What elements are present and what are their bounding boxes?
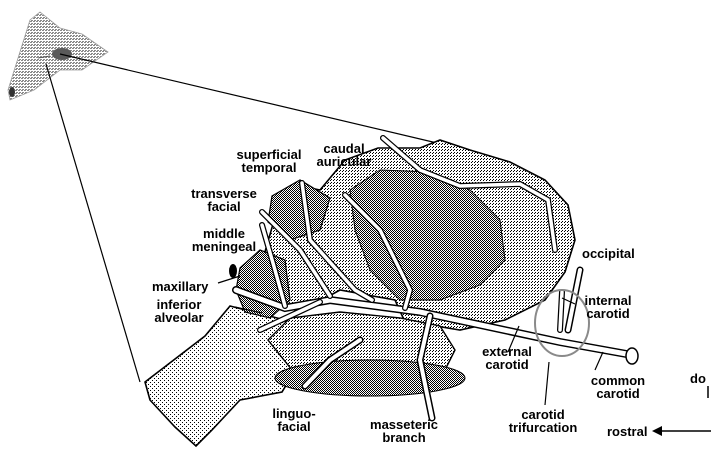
common-carotid-end <box>626 348 638 364</box>
label-maxillary: maxillary <box>152 280 208 293</box>
zoom-line-top <box>60 54 437 143</box>
maxillary-stump <box>229 264 237 278</box>
horse-head-thumbnail <box>8 12 108 100</box>
label-dorsal-partial: do <box>690 372 706 385</box>
label-linguofacial: linguo-facial <box>264 407 324 433</box>
zoom-line-left <box>46 64 140 382</box>
label-rostral: rostral <box>607 425 647 438</box>
gland-lobe-base <box>275 360 465 396</box>
rostral-arrow <box>652 426 711 436</box>
label-occipital: occipital <box>582 247 635 260</box>
